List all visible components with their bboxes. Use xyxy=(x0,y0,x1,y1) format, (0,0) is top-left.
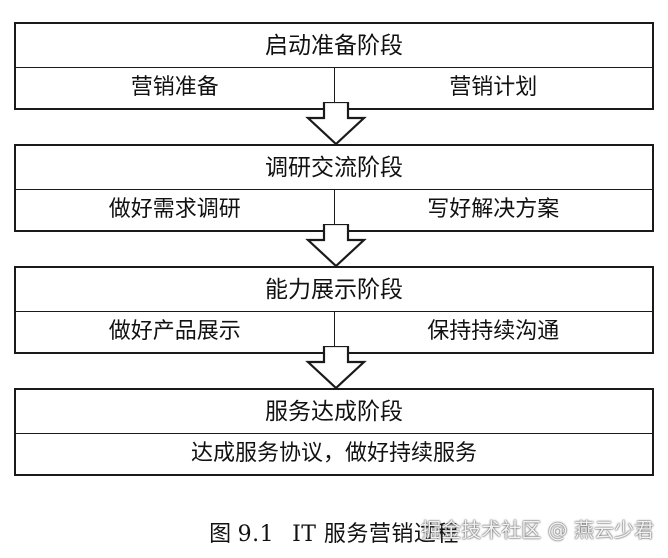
stage-item: 做好产品展示 xyxy=(108,319,241,344)
stage-item: 做好需求调研 xyxy=(108,197,241,222)
stage-item: 营销计划 xyxy=(333,68,653,108)
stage-item: 达成服务协议，做好持续服务 xyxy=(190,441,477,466)
stage-item: 营销准备 xyxy=(130,75,219,100)
stage-service-agreement: 服务达成阶段 达成服务协议，做好持续服务 xyxy=(14,388,654,476)
flow-arrow-icon xyxy=(305,102,367,146)
stage-item: 保持持续沟通 xyxy=(333,312,653,352)
flow-arrow-icon xyxy=(305,346,367,390)
watermark: 掘金技术社区 @ 燕云少君 xyxy=(421,518,654,542)
stage-item: 写好解决方案 xyxy=(333,190,653,230)
caption-text: IT 服务营销过程 xyxy=(292,522,459,547)
stage-startup-preparation: 启动准备阶段 营销准备 营销计划 xyxy=(14,22,654,110)
caption-number: 9.1 xyxy=(237,522,275,547)
stage-title: 启动准备阶段 xyxy=(16,24,652,68)
stage-title: 调研交流阶段 xyxy=(16,146,652,190)
stage-title: 能力展示阶段 xyxy=(16,268,652,312)
stage-capability-showcase: 能力展示阶段 做好产品展示 保持持续沟通 xyxy=(14,266,654,354)
stage-title: 服务达成阶段 xyxy=(16,390,652,434)
caption-prefix: 图 xyxy=(209,522,232,547)
stage-research-communication: 调研交流阶段 做好需求调研 写好解决方案 xyxy=(14,144,654,232)
flow-arrow-icon xyxy=(305,224,367,268)
